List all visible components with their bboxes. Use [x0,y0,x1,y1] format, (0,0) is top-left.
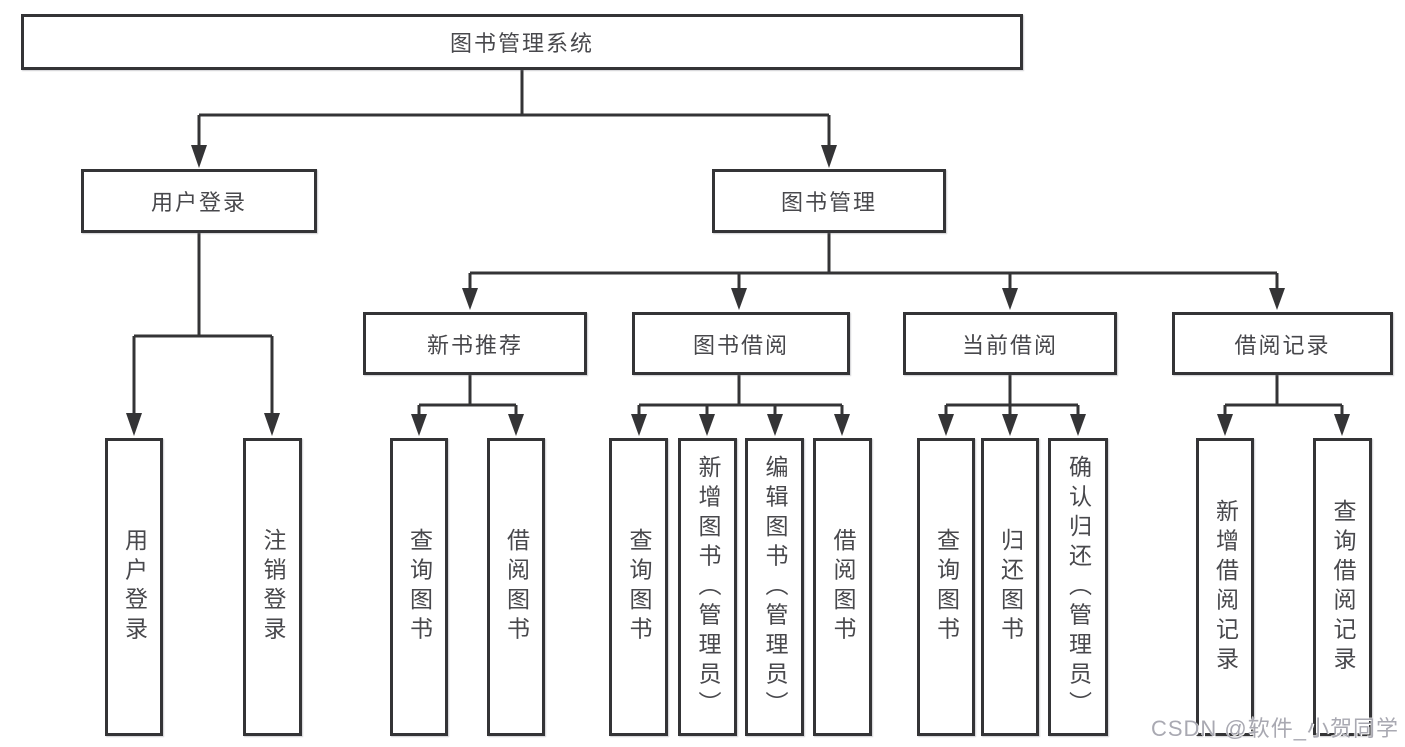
leaf-borrow-books-recommend: 借阅图书 [487,438,545,736]
node-label: 查询图书 [406,528,433,646]
node-user-login: 用户登录 [81,169,317,233]
node-label: 图书管理 [780,190,877,215]
node-label: 借阅记录 [1234,332,1331,358]
leaf-edit-books-admin: 编辑图书（管理员） [745,438,804,736]
leaf-query-books-recommend: 查询图书 [390,438,448,736]
leaf-borrow-books: 借阅图书 [813,438,872,736]
leaf-query-borrow-record: 查询借阅记录 [1313,438,1372,736]
node-label: 用户登录 [121,528,148,646]
node-label: 查询图书 [933,528,960,646]
node-borrowing-records: 借阅记录 [1172,312,1393,375]
leaf-query-books-current: 查询图书 [917,438,975,736]
node-label: 新增借阅记录 [1212,498,1239,676]
node-new-book-recommendation: 新书推荐 [363,312,587,375]
leaf-user-login: 用户登录 [105,438,163,736]
leaf-return-books: 归还图书 [981,438,1039,736]
node-label: 确认归还（管理员） [1065,454,1092,720]
leaf-confirm-return-admin: 确认归还（管理员） [1048,438,1108,736]
node-label: 图书借阅 [692,332,789,358]
node-current-borrowing: 当前借阅 [903,312,1117,375]
leaf-query-books-borrowing: 查询图书 [609,438,668,736]
node-root-library-system: 图书管理系统 [21,14,1023,70]
node-label: 当前借阅 [961,332,1058,358]
node-label: 借阅图书 [830,528,856,646]
node-label: 借阅图书 [503,528,530,646]
node-label: 查询借阅记录 [1330,498,1356,676]
node-label: 注销登录 [260,528,286,646]
node-book-management: 图书管理 [712,169,946,233]
node-label: 归还图书 [997,528,1024,646]
leaf-add-borrow-record: 新增借阅记录 [1196,438,1254,736]
node-label: 编辑图书（管理员） [762,454,788,720]
node-book-borrowing: 图书借阅 [632,312,850,375]
node-label: 图书管理系统 [449,31,594,56]
leaf-logout: 注销登录 [243,438,302,736]
leaf-add-books-admin: 新增图书（管理员） [678,438,737,736]
node-label: 新增图书（管理员） [695,454,721,720]
arrowhead-icons [126,145,1350,436]
node-label: 用户登录 [150,190,247,215]
node-label: 查询图书 [626,528,652,646]
node-label: 新书推荐 [426,332,523,358]
csdn-watermark: CSDN @软件_小贺同学 [1150,716,1399,741]
